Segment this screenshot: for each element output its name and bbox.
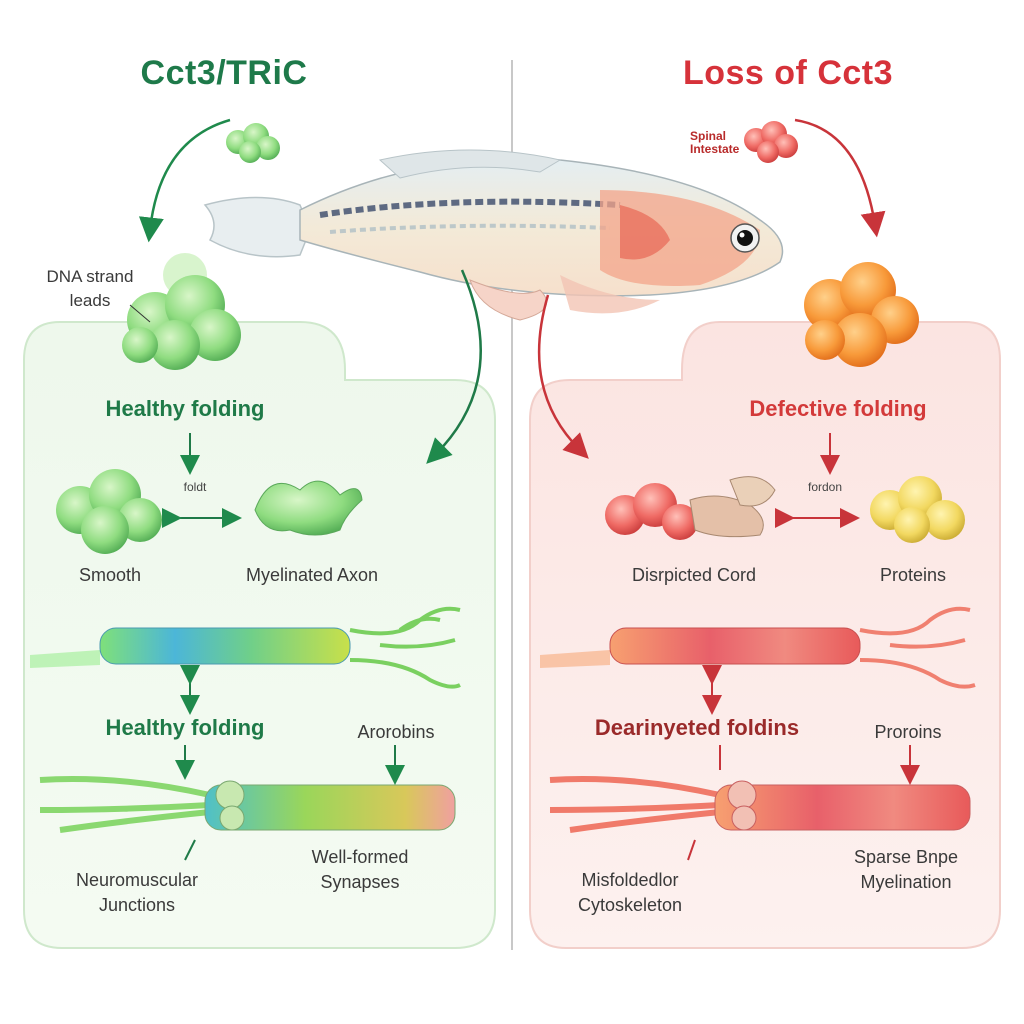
label-left-proteins: Arorobins [357,722,435,742]
label-disrupted-cord: Disrpicted Cord [631,565,757,585]
label-well-formed-synapses: Well-formed Synapses [312,845,409,895]
green-folded-protein [56,469,162,554]
spinal-line2: Intestate [690,142,740,156]
spinal-line1: Spinal [690,129,727,143]
left-small-label: foldt [183,480,207,494]
small-red-protein [744,121,798,163]
arrow-fish-right [537,294,589,459]
left-heading-healthy: Healthy folding [105,396,265,421]
myel-line2: Myelination [860,872,952,892]
left-heading-healthy-2: Healthy folding [105,715,265,740]
dna-label-line2: leads [69,291,111,310]
right-demyelinated-axon [540,606,976,689]
label-smooth: Smooth [78,565,142,585]
small-green-protein [226,123,280,163]
dna-label-line1: DNA strand [46,267,134,286]
dna-strand-label: DNA strand leads [47,265,134,313]
large-orange-protein [804,262,919,367]
red-misfolded-protein [605,476,776,540]
fish-illustration [203,149,784,321]
label-right-proteins-2: Proroins [874,722,942,742]
cyto-line1: Misfoldedlor [581,870,679,890]
large-green-protein [122,253,241,370]
right-heading-demyelinated: Dearinyeted foldins [594,715,800,740]
right-sparse-myelination-axon [549,776,971,833]
right-title: Loss of Cct3 [682,54,894,92]
arrow-right-top [794,118,886,238]
left-myelinated-axon [30,606,461,689]
syn-line1: Well-formed [311,847,409,867]
label-misfolded-cytoskeleton: Misfoldedlor Cytoskeleton [578,868,682,918]
label-sparse-myelination: Sparse Bnpe Myelination [854,845,958,895]
yellow-protein [870,476,965,543]
syn-line2: Synapses [320,872,400,892]
green-axon-protein [254,480,363,536]
left-neuromuscular-axon [39,776,456,833]
label-myelinated-axon: Myelinated Axon [245,565,379,585]
nmj-line1: Neuromuscular [75,870,199,890]
nmj-line2: Junctions [98,895,176,915]
left-title: Cct3/TRiC [140,54,308,92]
spinal-label: Spinal Intestate [690,130,739,156]
myel-line1: Sparse Bnpe [853,847,959,867]
label-right-proteins: Proteins [879,565,947,585]
label-neuromuscular-junctions: Neuromuscular Junctions [76,868,198,918]
right-heading-defective: Defective folding [749,396,927,421]
arrow-fish-left [426,269,482,464]
right-small-label: fordon [807,480,843,494]
arrow-left-top [138,118,231,243]
cyto-line2: Cytoskeleton [577,895,683,915]
